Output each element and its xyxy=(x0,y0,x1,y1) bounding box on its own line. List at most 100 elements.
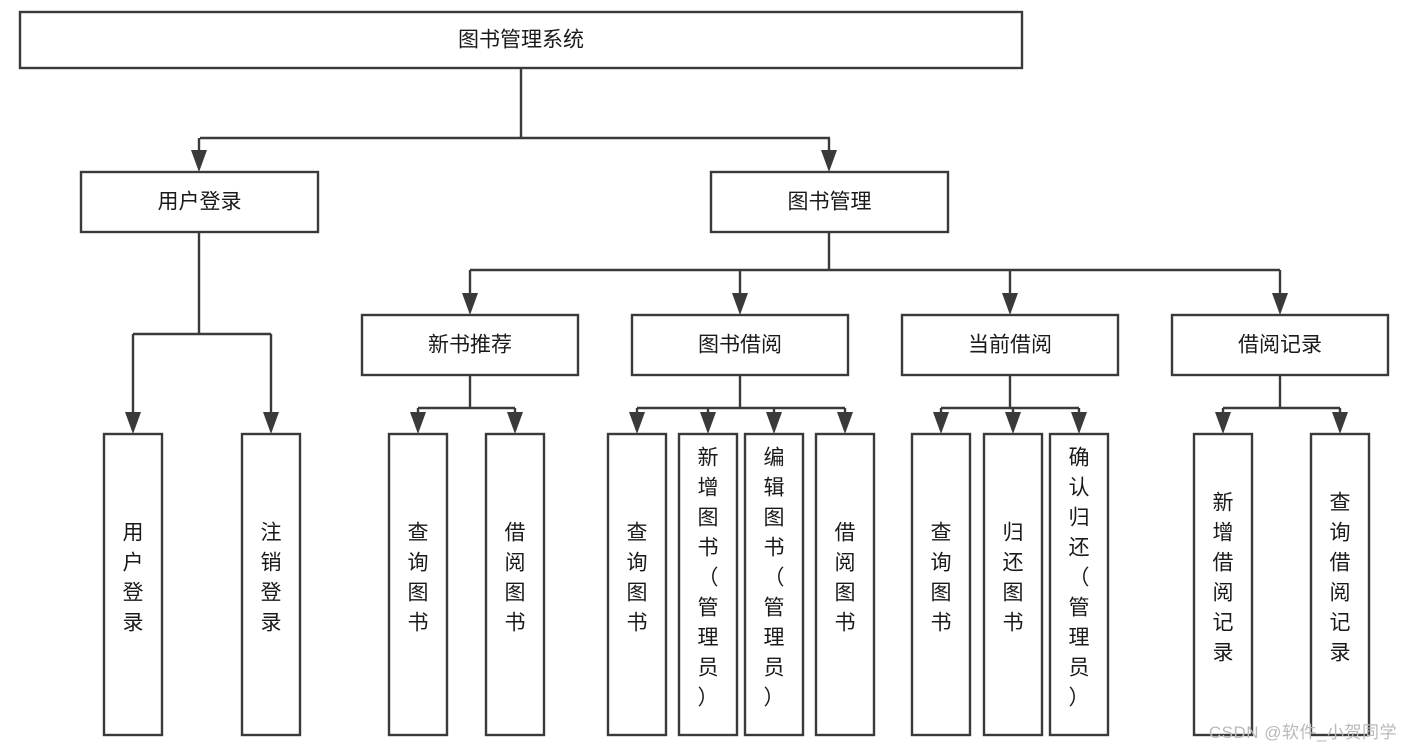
node-label: 查询图书 xyxy=(408,522,429,635)
node-box[interactable] xyxy=(900,313,1120,377)
node-leaf-query-book-1[interactable]: 查询图书 xyxy=(387,432,449,737)
node-leaf-add-borrow-record[interactable]: 新增借阅记录 xyxy=(1192,432,1254,737)
arrow-to-leaf-add-book-admin xyxy=(700,408,716,434)
node-book-manage[interactable]: 图书管理 xyxy=(709,170,950,234)
node-box[interactable] xyxy=(79,170,320,234)
arrow-head-icon xyxy=(410,412,426,434)
node-box[interactable] xyxy=(1048,432,1110,737)
node-label: 当前借阅 xyxy=(968,334,1052,357)
arrow-to-leaf-edit-book-admin xyxy=(766,408,782,434)
arrow-head-icon xyxy=(700,412,716,434)
node-label: 用户登录 xyxy=(158,191,242,214)
node-box[interactable] xyxy=(814,432,876,737)
arrow-head-icon xyxy=(629,412,645,434)
arrow-to-leaf-query-book-2 xyxy=(629,408,645,434)
node-box[interactable] xyxy=(102,432,164,737)
node-label: 借阅图书 xyxy=(505,522,526,635)
node-label: 借阅记录 xyxy=(1238,334,1322,357)
arrow-head-icon xyxy=(462,293,478,315)
arrow-to-leaf-borrow-book-2 xyxy=(837,408,853,434)
node-leaf-query-book-2[interactable]: 查询图书 xyxy=(606,432,668,737)
arrow-head-icon xyxy=(821,150,837,172)
arrow-to-user-login xyxy=(191,138,207,172)
node-current-borrow[interactable]: 当前借阅 xyxy=(900,313,1120,377)
node-box[interactable] xyxy=(484,432,546,737)
node-leaf-borrow-book-1[interactable]: 借阅图书 xyxy=(484,432,546,737)
node-box[interactable] xyxy=(240,432,302,737)
node-borrow-record[interactable]: 借阅记录 xyxy=(1170,313,1390,377)
node-leaf-borrow-book-2[interactable]: 借阅图书 xyxy=(814,432,876,737)
node-box[interactable] xyxy=(606,432,668,737)
arrow-head-icon xyxy=(1272,293,1288,315)
node-box[interactable] xyxy=(1309,432,1371,737)
arrow-head-icon xyxy=(1215,412,1231,434)
csdn-watermark: CSDN @软件_小贺同学 xyxy=(1208,723,1397,742)
node-box[interactable] xyxy=(743,432,805,737)
arrow-head-icon xyxy=(1005,412,1021,434)
arrows-layer xyxy=(125,138,1348,434)
node-label: 新增借阅记录 xyxy=(1213,492,1234,665)
node-label: 新增图书（管理员） xyxy=(698,447,719,710)
arrow-to-leaf-add-borrow-record xyxy=(1215,408,1231,434)
arrow-to-leaf-query-book-1 xyxy=(410,408,426,434)
node-label: 借阅图书 xyxy=(835,522,856,635)
arrow-to-leaf-borrow-book-1 xyxy=(507,408,523,434)
node-box[interactable] xyxy=(18,10,1024,70)
node-label: 归还图书 xyxy=(1003,522,1024,635)
arrow-head-icon xyxy=(933,412,949,434)
connector-bus-borrow-record xyxy=(1223,375,1340,410)
node-user-login[interactable]: 用户登录 xyxy=(79,170,320,234)
node-box[interactable] xyxy=(709,170,950,234)
arrow-to-borrow-record xyxy=(1272,270,1288,315)
arrow-to-leaf-query-book-3 xyxy=(933,408,949,434)
node-book-borrow[interactable]: 图书借阅 xyxy=(630,313,850,377)
arrow-head-icon xyxy=(1332,412,1348,434)
arrow-head-icon xyxy=(1071,412,1087,434)
connector-bus-book-manage xyxy=(470,232,1280,272)
node-leaf-logout-login[interactable]: 注销登录 xyxy=(240,432,302,737)
connector-bus-new-book xyxy=(418,375,515,410)
node-label: 确认归还（管理员） xyxy=(1069,447,1090,710)
node-box[interactable] xyxy=(387,432,449,737)
arrow-to-book-manage xyxy=(821,138,837,172)
node-new-book-recommend[interactable]: 新书推荐 xyxy=(360,313,580,377)
arrow-head-icon xyxy=(766,412,782,434)
node-leaf-user-login[interactable]: 用户登录 xyxy=(102,432,164,737)
arrow-to-book-borrow xyxy=(732,270,748,315)
node-label: 查询借阅记录 xyxy=(1330,492,1351,665)
node-box[interactable] xyxy=(630,313,850,377)
node-box[interactable] xyxy=(1170,313,1390,377)
arrow-to-leaf-user-login xyxy=(125,334,141,434)
node-leaf-edit-book-admin[interactable]: 编辑图书（管理员） xyxy=(743,432,805,737)
node-leaf-query-book-3[interactable]: 查询图书 xyxy=(910,432,972,737)
nodes-layer: 图书管理系统用户登录图书管理新书推荐图书借阅当前借阅借阅记录用户登录注销登录查询… xyxy=(18,10,1390,737)
arrow-head-icon xyxy=(263,412,279,434)
connector-bus-user-login xyxy=(133,232,271,336)
connector-bus-current-borrow xyxy=(941,375,1079,410)
node-leaf-return-book[interactable]: 归还图书 xyxy=(982,432,1044,737)
node-box[interactable] xyxy=(360,313,580,377)
node-box[interactable] xyxy=(677,432,739,737)
node-leaf-confirm-return-admin[interactable]: 确认归还（管理员） xyxy=(1048,432,1110,737)
arrow-head-icon xyxy=(191,150,207,172)
arrow-to-leaf-logout-login xyxy=(263,334,279,434)
arrow-head-icon xyxy=(837,412,853,434)
node-box[interactable] xyxy=(910,432,972,737)
arrow-head-icon xyxy=(507,412,523,434)
node-box[interactable] xyxy=(1192,432,1254,737)
node-leaf-query-borrow-record[interactable]: 查询借阅记录 xyxy=(1309,432,1371,737)
node-label: 查询图书 xyxy=(931,522,952,635)
node-label: 图书管理 xyxy=(788,191,872,214)
node-label: 图书借阅 xyxy=(698,334,782,357)
arrow-head-icon xyxy=(732,293,748,315)
node-root[interactable]: 图书管理系统 xyxy=(18,10,1024,70)
node-box[interactable] xyxy=(982,432,1044,737)
arrow-to-leaf-return-book xyxy=(1005,408,1021,434)
arrow-to-leaf-confirm-return-admin xyxy=(1071,408,1087,434)
arrow-head-icon xyxy=(1002,293,1018,315)
node-label: 用户登录 xyxy=(123,522,144,635)
node-label: 编辑图书（管理员） xyxy=(764,447,785,710)
node-leaf-add-book-admin[interactable]: 新增图书（管理员） xyxy=(677,432,739,737)
arrow-head-icon xyxy=(125,412,141,434)
